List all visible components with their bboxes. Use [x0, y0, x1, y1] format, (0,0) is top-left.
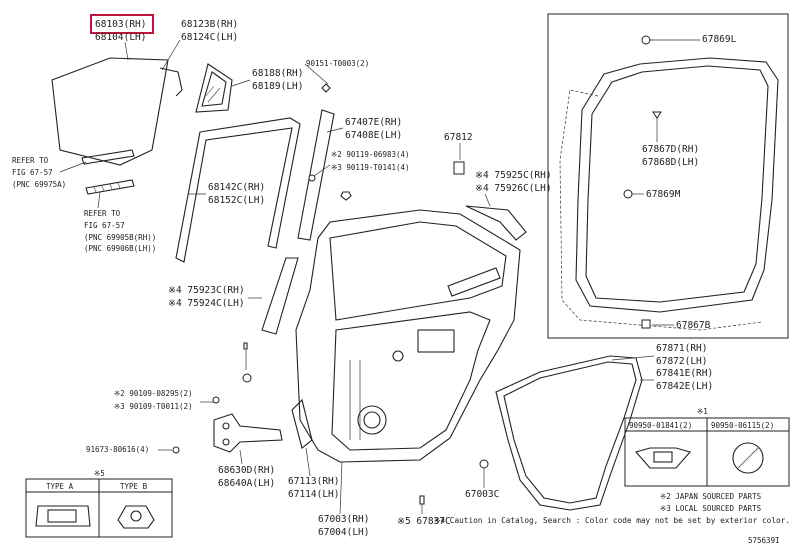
door-weatherstrip-drawing [495, 355, 643, 511]
garnish-drawing [465, 205, 527, 241]
refer-label-1c[interactable]: (PNC 69975A) [12, 180, 66, 189]
run-channel-drawing [297, 109, 335, 241]
label-75926[interactable]: ※4 75926C(LH) [475, 183, 552, 194]
label-68188[interactable]: 68188(RH) [252, 68, 303, 79]
label-90109a[interactable]: ※2 90109-08295(2) [114, 389, 193, 398]
label-90109b[interactable]: ※3 90109-T0011(2) [114, 402, 193, 411]
footnote-3: ※3 LOCAL SOURCED PARTS [660, 504, 762, 513]
table1-col2[interactable]: 90950-06115(2) [711, 421, 774, 430]
figure-id: 575639I [748, 536, 780, 545]
refer-label-1a[interactable]: REFER TO [12, 156, 49, 165]
type-b-icon [117, 505, 155, 529]
label-68123b[interactable]: 68123B(RH) [181, 19, 238, 30]
footnote-4: ※4 Caution in Catalog, Search : Color co… [434, 516, 790, 525]
label-68104[interactable]: 68104(LH) [95, 32, 146, 43]
label-67004[interactable]: 67004(LH) [318, 527, 369, 538]
clip-a-icon [635, 447, 691, 469]
label-67869m[interactable]: 67869M [646, 189, 681, 200]
refer-label-2a[interactable]: REFER TO [84, 209, 121, 218]
label-67408e[interactable]: 67408E(LH) [345, 130, 402, 141]
table5-col1[interactable]: TYPE A [46, 482, 74, 491]
label-90119b[interactable]: ※3 90119-T0141(4) [331, 163, 410, 172]
label-68142[interactable]: 68142C(RH) [208, 182, 265, 193]
label-68103[interactable]: 68103(RH) [95, 19, 146, 30]
label-67842[interactable]: 67842E(LH) [656, 381, 713, 392]
label-67812[interactable]: 67812 [444, 132, 473, 143]
table5-col2[interactable]: TYPE B [120, 482, 148, 491]
label-75924[interactable]: ※4 75924C(LH) [168, 298, 245, 309]
label-68152[interactable]: 68152C(LH) [208, 195, 265, 206]
division-bar-drawing [159, 67, 183, 97]
pillar-garnish-drawing [261, 257, 299, 335]
label-90119a[interactable]: ※2 90119-06983(4) [331, 150, 410, 159]
refer-label-2d[interactable]: (PNC 69906B(LH)) [84, 244, 156, 253]
refer-label-2b[interactable]: FIG 67-57 [84, 221, 125, 230]
label-67841[interactable]: 67841E(RH) [656, 368, 713, 379]
label-67867d[interactable]: 67867D(RH) [642, 144, 699, 155]
label-75925[interactable]: ※4 75925C(RH) [475, 170, 552, 181]
label-67003c[interactable]: 67003C [465, 489, 499, 500]
label-67872[interactable]: 67872(LH) [656, 356, 707, 367]
label-68630[interactable]: 68630D(RH) [218, 465, 275, 476]
label-67113[interactable]: 67113(RH) [288, 476, 339, 487]
door-hinge-drawing [213, 413, 283, 453]
door-glass-drawing [51, 57, 169, 166]
plug-b-icon [732, 442, 764, 474]
label-68640[interactable]: 68640A(LH) [218, 478, 275, 489]
label-67837[interactable]: ※5 67837C [397, 516, 451, 527]
quarter-glass-drawing [195, 63, 233, 113]
selected-part-highlight[interactable] [90, 14, 154, 34]
type-a-icon [35, 505, 91, 527]
refer-label-2c[interactable]: (PNC 69905B(RH)) [84, 233, 156, 242]
body-weatherstrip-drawing [575, 57, 779, 313]
rear-run-drawing [175, 117, 301, 263]
table1-mark: ※1 [697, 407, 708, 416]
label-68124c[interactable]: 68124C(LH) [181, 32, 238, 43]
label-91673[interactable]: 91673-80616(4) [86, 445, 149, 454]
label-68189[interactable]: 68189(LH) [252, 81, 303, 92]
label-67407e[interactable]: 67407E(RH) [345, 117, 402, 128]
label-67869l[interactable]: 67869L [702, 34, 737, 45]
rear-door-panel-drawing [295, 209, 521, 463]
footnote-2: ※2 JAPAN SOURCED PARTS [660, 492, 762, 501]
refer-label-1b[interactable]: FIG 67-57 [12, 168, 53, 177]
label-90151[interactable]: 90151-T0003(2) [306, 59, 369, 68]
label-67867b[interactable]: 67867B [676, 320, 711, 331]
label-75923[interactable]: ※4 75923C(RH) [168, 285, 245, 296]
label-67003[interactable]: 67003(RH) [318, 514, 369, 525]
table1-col1[interactable]: 90950-01841(2) [629, 421, 692, 430]
table5-mark: ※5 [94, 469, 105, 478]
weatherstrip-inset [547, 13, 789, 339]
label-67868d[interactable]: 67868D(LH) [642, 157, 699, 168]
label-67871[interactable]: 67871(RH) [656, 343, 707, 354]
label-67114[interactable]: 67114(LH) [288, 489, 339, 500]
